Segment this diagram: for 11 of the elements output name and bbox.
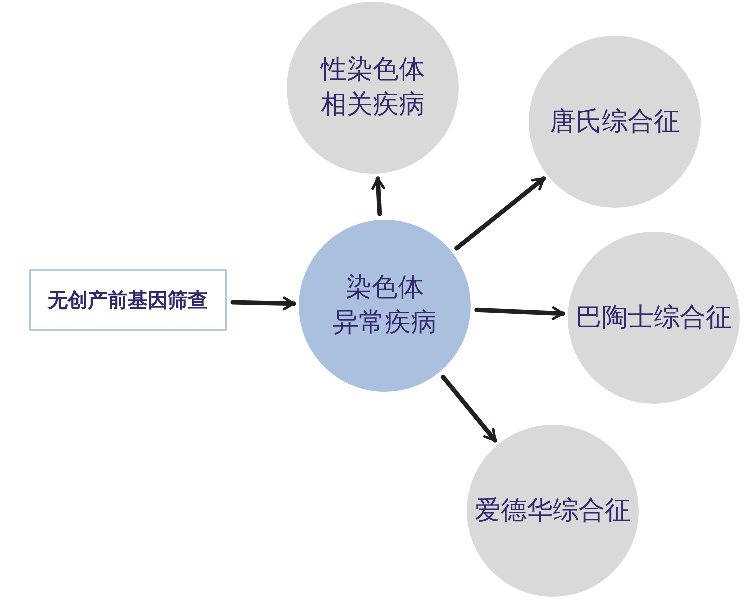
node-label: 染色体异常疾病 <box>333 272 437 340</box>
node-label: 性染色体相关疾病 <box>319 54 426 122</box>
arrow <box>454 176 546 251</box>
arrow <box>230 296 296 311</box>
arrow <box>372 176 386 216</box>
arrow <box>474 306 566 320</box>
node-label: 唐氏综合征 <box>550 106 680 138</box>
arrow <box>441 374 498 443</box>
node-label: 巴陶士综合征 <box>576 302 732 334</box>
text-box: 无创产前基因筛查 <box>29 269 227 331</box>
node-label: 爱德华综合征 <box>475 494 631 528</box>
